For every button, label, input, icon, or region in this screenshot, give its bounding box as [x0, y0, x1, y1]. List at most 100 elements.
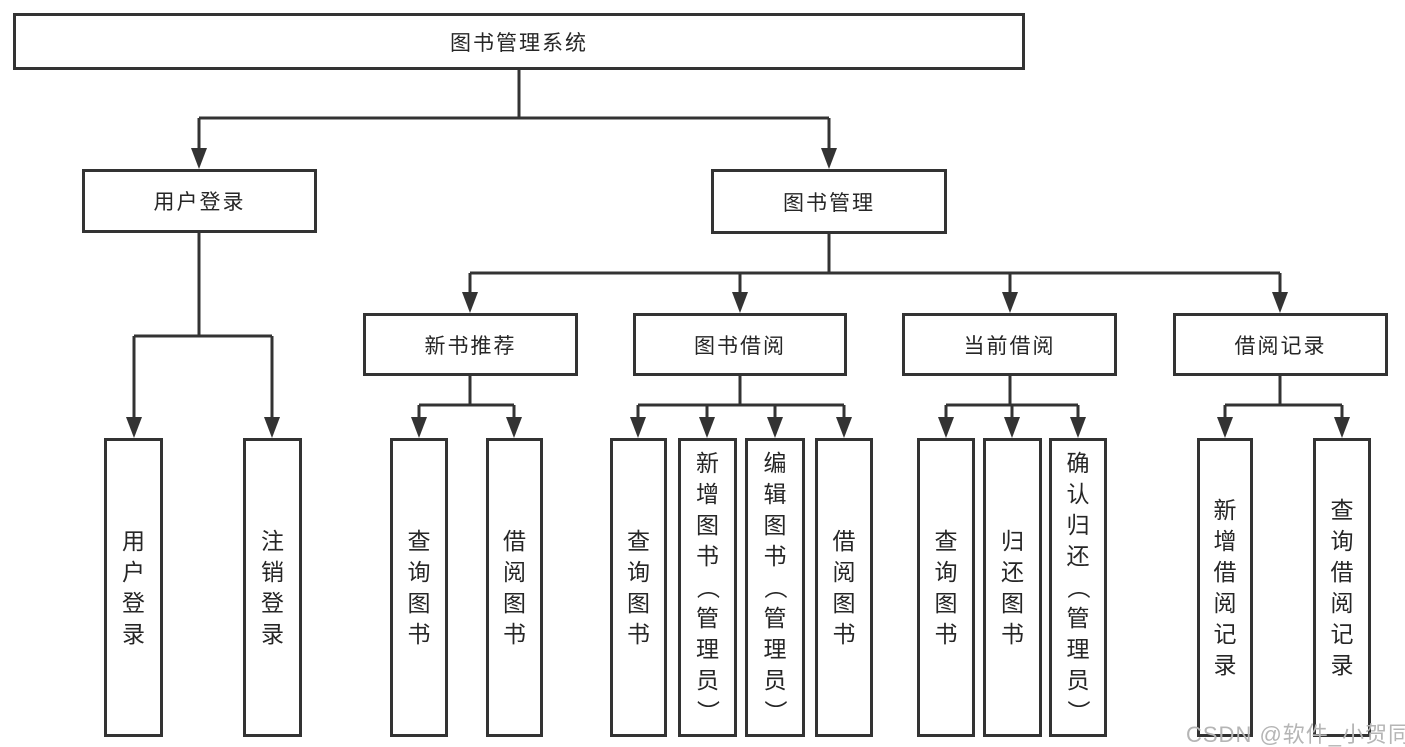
vertical-char: 用 [122, 527, 145, 554]
arrowhead [191, 148, 207, 169]
vertical-char: 图 [407, 589, 431, 616]
arrowhead [1070, 417, 1086, 438]
leaf-nb-borrow-books: 借阅图书 [486, 438, 543, 737]
connector-book-management [462, 234, 1288, 313]
leaf-logout: 注销登录 [243, 438, 302, 737]
node-book-borrowing-label: 图书借阅 [694, 334, 786, 358]
connector-root [191, 70, 837, 169]
leaf-nb-query-books: 查询图书 [390, 438, 448, 737]
vertical-char: ） [1065, 700, 1092, 723]
leaf-bb-query-books: 查询图书 [610, 438, 667, 737]
vertical-char: 书 [627, 620, 650, 647]
vertical-char: 图 [627, 589, 650, 616]
node-book-management-label: 图书管理 [783, 191, 875, 215]
vertical-char: ） [695, 700, 721, 723]
vertical-char: 图 [1001, 589, 1024, 616]
vertical-char: 阅 [832, 558, 856, 585]
node-current-borrowing-label: 当前借阅 [963, 334, 1056, 358]
arrowhead [1004, 417, 1020, 438]
vertical-char: 记 [1330, 620, 1354, 647]
node-user-login: 用户登录 [82, 169, 317, 233]
arrowhead [1217, 417, 1233, 438]
arrowhead [264, 417, 280, 438]
arrowhead [938, 417, 954, 438]
arrowhead [821, 148, 837, 169]
vertical-char: 归 [1001, 527, 1024, 554]
vertical-char: 管 [763, 605, 787, 631]
vertical-char: 增 [696, 481, 719, 507]
vertical-char: 书 [763, 543, 787, 569]
arrowhead [411, 417, 427, 438]
arrowhead [1334, 417, 1350, 438]
vertical-char: 归 [1066, 512, 1090, 538]
vertical-char: 阅 [1213, 589, 1237, 616]
vertical-char: 阅 [1330, 589, 1354, 616]
arrowhead [699, 417, 715, 438]
vertical-char: 图 [696, 512, 719, 538]
vertical-char: 录 [1330, 651, 1354, 678]
vertical-char: 图 [763, 512, 787, 538]
leaf-cb-confirm-return-admin: 确认归还（管理员） [1049, 438, 1107, 737]
vertical-char: 图 [832, 589, 856, 616]
vertical-char: 销 [261, 558, 284, 585]
vertical-char: 编 [763, 450, 787, 476]
vertical-char: 询 [407, 558, 431, 585]
vertical-char: 书 [934, 620, 958, 647]
vertical-char: 理 [1066, 636, 1090, 662]
vertical-char: 还 [1066, 543, 1090, 569]
vertical-char: 书 [832, 620, 856, 647]
leaf-user-login: 用户登录 [104, 438, 163, 737]
vertical-char: 登 [122, 589, 145, 616]
vertical-char: 录 [122, 620, 145, 647]
leaf-bb-borrow-books: 借阅图书 [815, 438, 873, 737]
arrowhead [1272, 292, 1288, 313]
vertical-char: ） [762, 700, 789, 723]
vertical-char: 图 [503, 589, 526, 616]
connector-book-borrowing [630, 376, 852, 438]
connector-new-book-recommend [411, 376, 522, 438]
node-borrow-records: 借阅记录 [1173, 313, 1388, 376]
vertical-char: （ [1065, 576, 1092, 599]
vertical-char: 增 [1213, 527, 1237, 554]
leaf-br-query-record: 查询借阅记录 [1313, 438, 1371, 737]
vertical-char: 登 [261, 589, 284, 616]
csdn-watermark: CSDN @软件_小贺同学 [1186, 722, 1405, 747]
vertical-char: 书 [407, 620, 431, 647]
node-system-root-label: 图书管理系统 [450, 31, 588, 55]
vertical-char: 注 [261, 527, 284, 554]
arrowhead [836, 417, 852, 438]
vertical-char: 理 [763, 636, 787, 662]
vertical-char: 查 [407, 527, 431, 554]
connector-borrow-records [1217, 376, 1350, 438]
arrowhead [767, 417, 783, 438]
node-new-book-recommend-label: 新书推荐 [424, 334, 517, 358]
leaf-cb-return-books: 归还图书 [983, 438, 1042, 737]
vertical-char: 还 [1001, 558, 1024, 585]
arrowhead [732, 292, 748, 313]
vertical-char: 询 [934, 558, 958, 585]
vertical-char: 记 [1213, 620, 1237, 647]
vertical-char: 确 [1066, 450, 1090, 476]
node-book-management: 图书管理 [711, 169, 947, 234]
vertical-char: 询 [1330, 527, 1354, 554]
vertical-char: 书 [503, 620, 526, 647]
vertical-char: 员 [1066, 667, 1090, 693]
vertical-char: 借 [1213, 558, 1237, 585]
arrowhead [126, 417, 142, 438]
vertical-char: 管 [696, 605, 719, 631]
vertical-char: 借 [503, 527, 526, 554]
vertical-char: 询 [627, 558, 650, 585]
vertical-char: 辑 [763, 481, 787, 507]
arrowhead [462, 292, 478, 313]
vertical-char: （ [762, 576, 789, 599]
vertical-char: （ [695, 576, 721, 599]
vertical-char: 书 [696, 543, 719, 569]
leaf-cb-query-books: 查询图书 [917, 438, 975, 737]
vertical-char: 员 [763, 667, 787, 693]
vertical-char: 户 [122, 558, 145, 585]
vertical-char: 借 [1330, 558, 1354, 585]
connector-current-borrowing [938, 376, 1086, 438]
vertical-char: 查 [627, 527, 650, 554]
